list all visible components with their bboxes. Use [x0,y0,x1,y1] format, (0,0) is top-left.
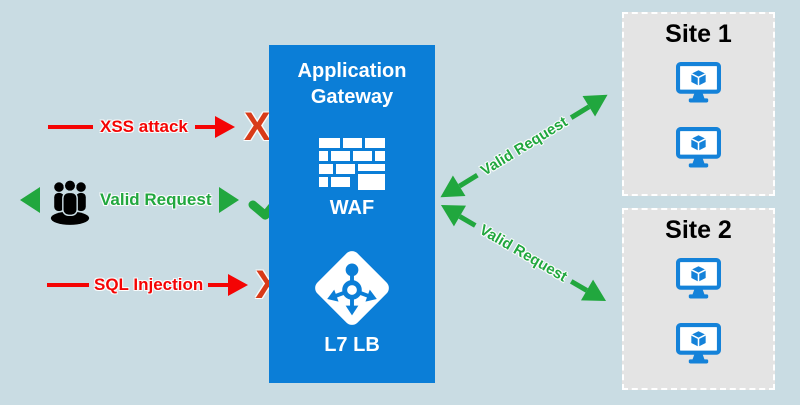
green-arrowhead-right-icon [219,187,240,213]
valid-request-label: Valid Request [100,190,212,209]
flow-xss-attack: XSS attack X [48,105,271,149]
site2-box: Site 2 [622,208,775,390]
vm-icon [676,323,721,364]
red-arrow-right-icon [194,116,235,138]
arrowhead-right-icon [582,84,614,117]
route-site2-label: Valid Request [476,220,571,286]
arrowhead-right-icon [214,116,235,138]
arrow-shaft [194,125,215,129]
sql-injection-label: SQL Injection [94,275,204,294]
route-arrow-site2: Valid Request [434,194,613,313]
arrow-shaft [457,172,479,188]
users-icon [50,179,90,225]
xss-line [48,125,93,129]
red-arrow-right-icon [208,274,249,296]
vm-icon [676,258,721,299]
arrowhead-right-icon [228,274,249,296]
arrow-shaft [208,283,229,287]
sql-line [47,283,89,287]
route-site1-label: Valid Request [477,113,571,179]
site1-box: Site 1 [622,12,775,196]
vm-icon [676,127,721,168]
flow-sql-injection: SQL Injection X [47,263,282,307]
arrow-shaft [458,213,478,228]
arrowhead-right-icon [580,279,613,312]
xss-attack-label: XSS attack [100,117,188,136]
site1-title: Site 1 [665,20,732,48]
green-arrowhead-left-icon [20,187,40,213]
site2-title: Site 2 [665,216,732,244]
arrow-shaft [569,104,591,120]
vm-icon [676,62,721,103]
gateway-title: Application Gateway [297,60,407,108]
blocked-x-icon: X [243,105,271,149]
load-balancer-icon [315,251,389,325]
route-arrow-site1: Valid Request [434,84,615,209]
firewall-brick-icon [319,138,385,190]
lb-label: L7 LB [324,334,380,356]
application-gateway-box: Application Gateway WAF [269,45,435,383]
flow-valid-request: Valid Request [20,173,295,227]
waf-label: WAF [329,197,375,219]
